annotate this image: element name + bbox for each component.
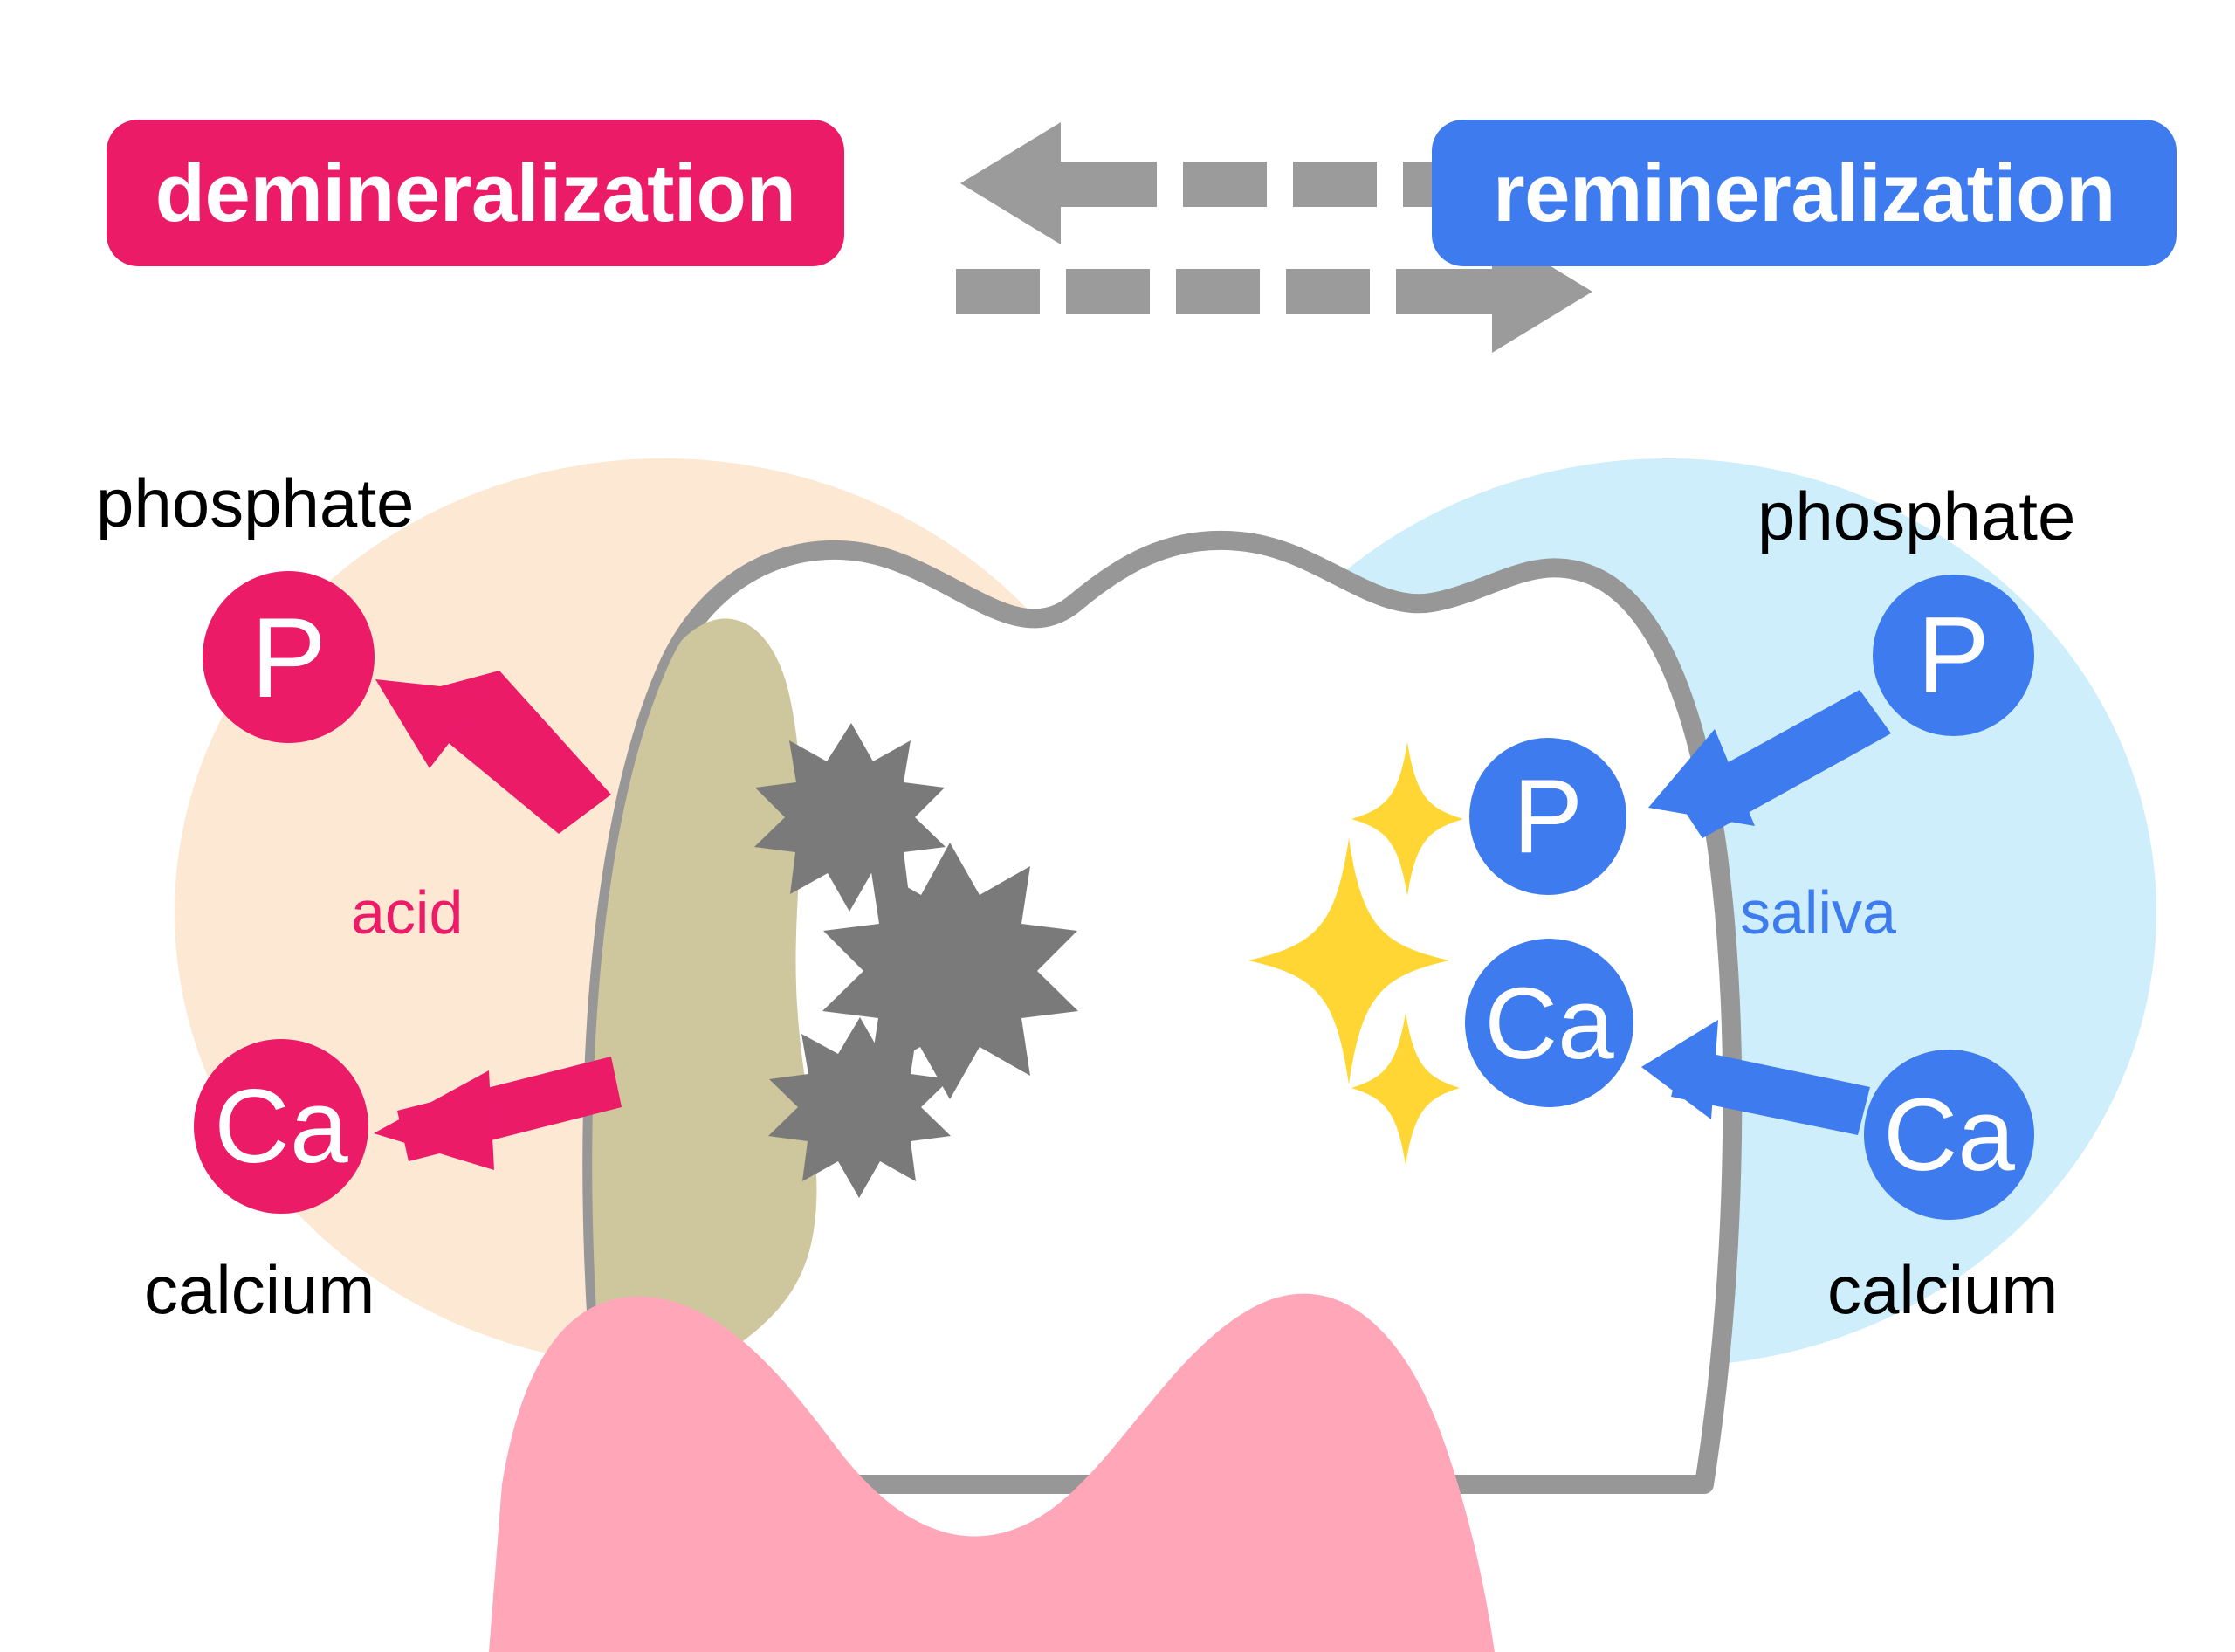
label-acid-region: acid bbox=[351, 878, 464, 946]
calcium-uptake-arrow bbox=[1641, 1020, 1870, 1135]
label-phosphate-left: phosphate bbox=[96, 465, 415, 541]
sparkle-icon bbox=[1351, 1013, 1460, 1165]
gum bbox=[489, 1293, 1495, 1652]
bacteria-burst-icon bbox=[754, 723, 946, 912]
phosphate-uptake-arrow bbox=[1648, 690, 1891, 838]
calcium-release-arrow bbox=[374, 1057, 622, 1170]
ion-phosphate-in-tooth: P bbox=[1469, 738, 1626, 895]
label-calcium-right: calcium bbox=[1827, 1251, 2059, 1328]
ion-calcium-in-tooth: Ca bbox=[1465, 939, 1633, 1107]
label-phosphate-right: phosphate bbox=[1757, 478, 2076, 554]
bacteria-burst-icon bbox=[768, 1017, 951, 1198]
ion-calcium-left: Ca bbox=[194, 1039, 368, 1214]
ion-calcium-right: Ca bbox=[1864, 1050, 2034, 1220]
ion-phosphate-right: P bbox=[1873, 575, 2034, 736]
label-calcium-left: calcium bbox=[144, 1251, 375, 1328]
remineralization-badge[interactable]: remineralization bbox=[1432, 120, 2177, 266]
remineralization-direction-arrow bbox=[956, 231, 1592, 353]
sparkle-icon bbox=[1351, 742, 1463, 896]
tooth-decay-lesion bbox=[592, 618, 817, 1416]
demineralization-badge[interactable]: demineralization bbox=[107, 120, 844, 266]
bacteria-burst-icon bbox=[822, 843, 1078, 1099]
label-saliva-region: saliva bbox=[1740, 878, 1896, 946]
phosphate-release-arrow bbox=[375, 671, 611, 834]
ion-phosphate-left: P bbox=[203, 571, 375, 743]
sparkle-icon bbox=[1248, 838, 1449, 1084]
